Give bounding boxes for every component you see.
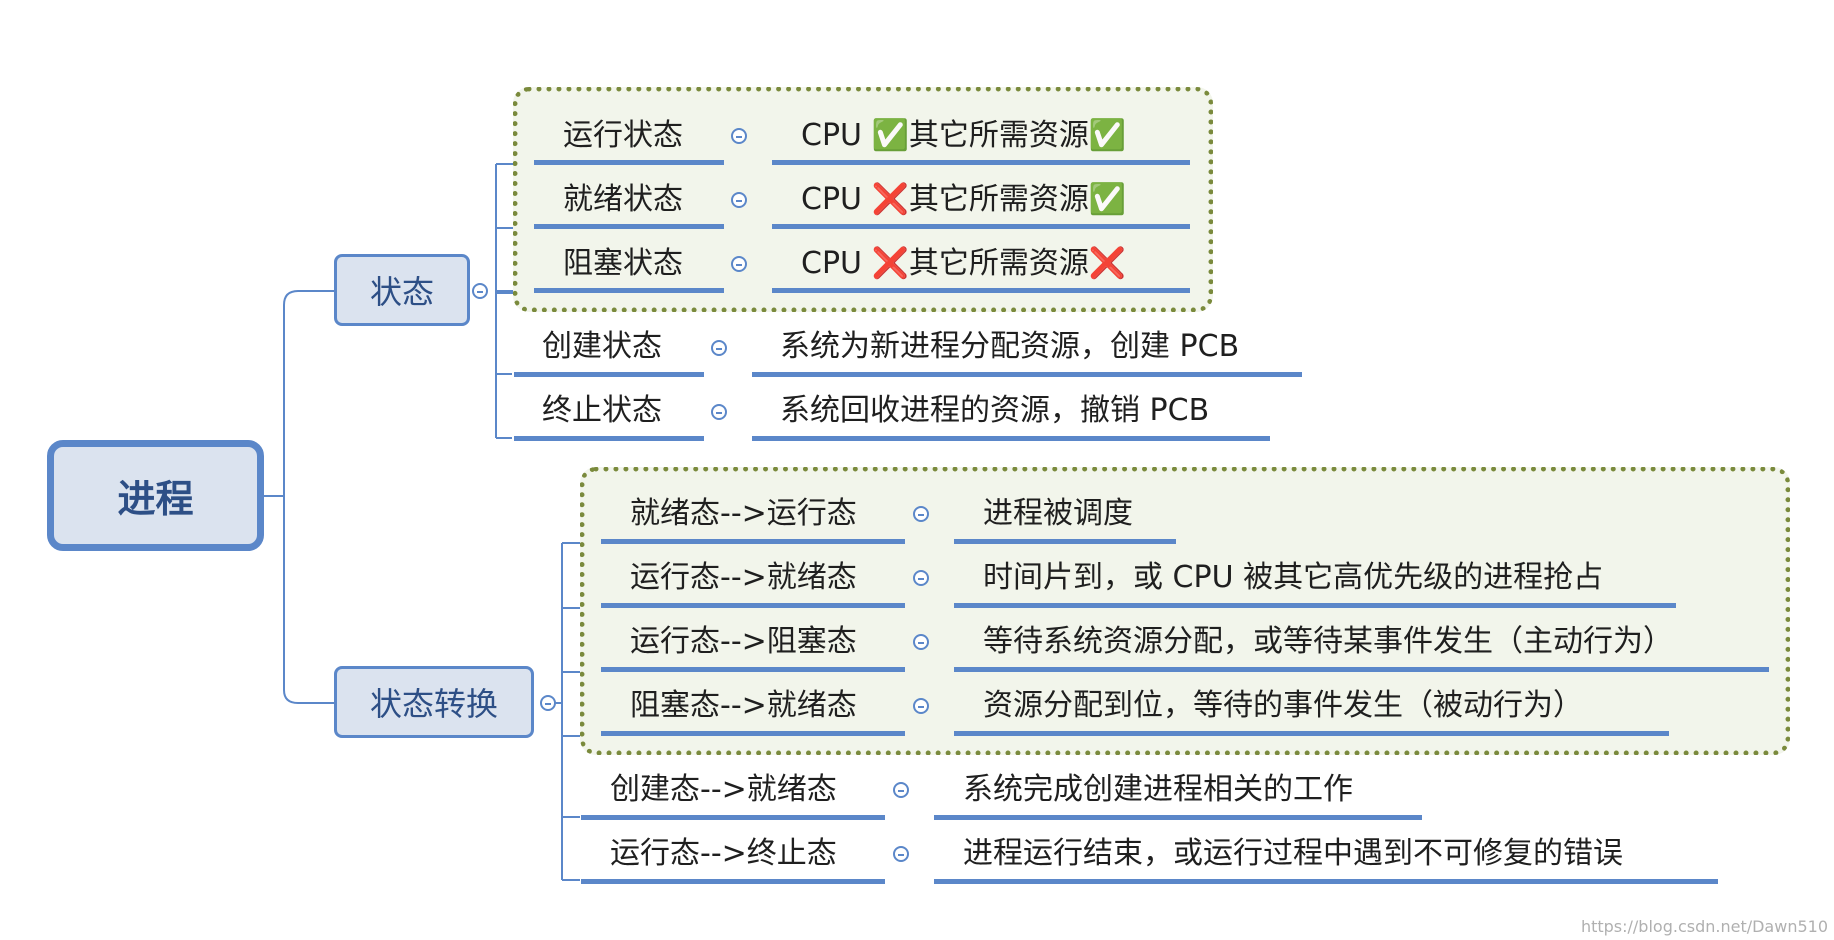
collapse-toggle[interactable] (913, 570, 929, 586)
underline (954, 667, 1769, 672)
root-node[interactable]: 进程 (47, 440, 264, 551)
topic-transition-detail: 系统完成创建进程相关的工作 (963, 772, 1353, 807)
topic-transition-label[interactable]: 运行态-->就绪态 (630, 560, 857, 595)
underline (772, 160, 1190, 165)
topic-state-detail: CPU ❌其它所需资源✅ (801, 182, 1127, 217)
topic-transition-detail: 资源分配到位，等待的事件发生（被动行为） (983, 688, 1583, 723)
topic-state-label[interactable]: 运行状态 (563, 118, 683, 153)
underline (934, 879, 1718, 884)
collapse-toggle-states[interactable] (472, 283, 488, 299)
underline (581, 815, 885, 820)
branch-states-label: 状态 (369, 273, 434, 311)
underline (601, 539, 905, 544)
branch-transitions-label: 状态转换 (369, 685, 498, 723)
collapse-toggle[interactable] (913, 506, 929, 522)
topic-transition-detail: 时间片到，或 CPU 被其它高优先级的进程抢占 (983, 560, 1604, 595)
collapse-toggle[interactable] (711, 404, 727, 420)
topic-state-detail: 系统回收进程的资源，撤销 PCB (780, 393, 1210, 428)
topic-transition-detail: 进程运行结束，或运行过程中遇到不可修复的错误 (963, 836, 1623, 871)
underline (581, 879, 885, 884)
collapse-toggle-transitions[interactable] (540, 695, 556, 711)
underline (934, 815, 1422, 820)
collapse-toggle[interactable] (893, 846, 909, 862)
underline (772, 288, 1190, 293)
underline (534, 288, 724, 293)
group-core-states (513, 87, 1213, 312)
collapse-toggle[interactable] (913, 698, 929, 714)
underline (514, 372, 704, 377)
collapse-toggle[interactable] (711, 340, 727, 356)
underline (534, 160, 724, 165)
underline (601, 667, 905, 672)
collapse-toggle[interactable] (731, 256, 747, 272)
group-core-transitions (580, 467, 1790, 755)
branch-transitions[interactable]: 状态转换 (334, 666, 534, 738)
topic-state-label[interactable]: 就绪状态 (563, 182, 683, 217)
underline (954, 539, 1176, 544)
topic-state-detail: CPU ❌其它所需资源❌ (801, 246, 1127, 281)
topic-state-label[interactable]: 创建状态 (542, 329, 662, 364)
topic-transition-detail: 进程被调度 (983, 496, 1133, 531)
underline (954, 731, 1669, 736)
underline (601, 603, 905, 608)
topic-state-detail: 系统为新进程分配资源，创建 PCB (780, 329, 1240, 364)
topic-transition-label[interactable]: 阻塞态-->就绪态 (630, 688, 857, 723)
underline (514, 436, 704, 441)
collapse-toggle[interactable] (893, 782, 909, 798)
topic-transition-detail: 等待系统资源分配，或等待某事件发生（主动行为） (983, 624, 1673, 659)
collapse-toggle[interactable] (913, 634, 929, 650)
topic-state-label[interactable]: 终止状态 (542, 393, 662, 428)
topic-state-label[interactable]: 阻塞状态 (563, 246, 683, 281)
underline (752, 372, 1302, 377)
collapse-toggle[interactable] (731, 192, 747, 208)
underline (752, 436, 1270, 441)
underline (534, 224, 724, 229)
underline (954, 603, 1676, 608)
root-label: 进程 (117, 477, 194, 521)
branch-states[interactable]: 状态 (334, 254, 470, 326)
topic-transition-label[interactable]: 就绪态-->运行态 (630, 496, 857, 531)
topic-state-detail: CPU ✅其它所需资源✅ (801, 118, 1127, 153)
collapse-toggle[interactable] (731, 128, 747, 144)
underline (601, 731, 905, 736)
watermark: https://blog.csdn.net/Dawn510 (1580, 917, 1828, 936)
topic-transition-label[interactable]: 运行态-->阻塞态 (630, 624, 857, 659)
underline (772, 224, 1190, 229)
topic-transition-label[interactable]: 运行态-->终止态 (610, 836, 837, 871)
topic-transition-label[interactable]: 创建态-->就绪态 (610, 772, 837, 807)
